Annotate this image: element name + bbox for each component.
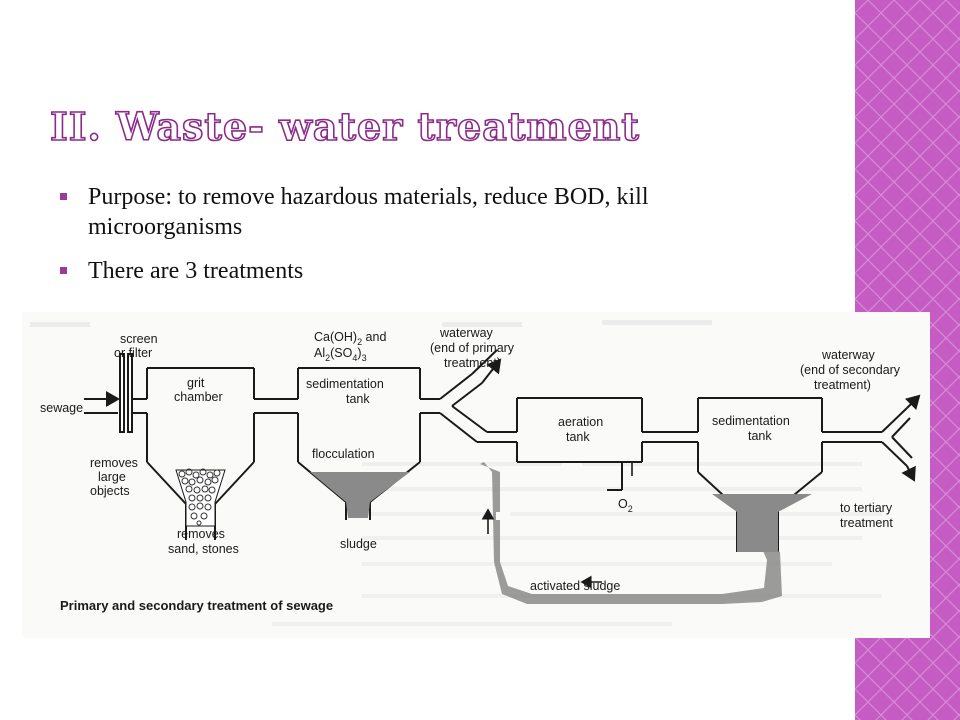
label-objects: objects [90, 484, 130, 498]
return-arrows [481, 462, 633, 589]
bullet-text: There are 3 treatments [88, 258, 304, 284]
label-waterway-1: waterway [439, 326, 494, 340]
label-oxygen: O2 [618, 497, 633, 514]
pipe-network [84, 349, 921, 552]
slide-title: II. Waste- water treatment [49, 103, 640, 150]
bullet-square-icon [60, 267, 67, 274]
label-to-tertiary: to tertiary [840, 501, 893, 515]
diagram-labels: screen or filter sewage grit chamber rem… [40, 326, 901, 613]
diagram-caption: Primary and secondary treatment of sewag… [60, 598, 333, 613]
label-tank-aeration: tank [566, 430, 590, 444]
label-aeration: aeration [558, 415, 603, 429]
label-screen: screen [120, 332, 158, 346]
label-tank-1: tank [346, 392, 370, 406]
bullet-item: There are 3 treatments [60, 256, 780, 286]
bullet-text: Purpose: to remove hazardous materials, … [88, 184, 649, 240]
diagram-svg: screen or filter sewage grit chamber rem… [22, 312, 930, 638]
grit-deposit [175, 468, 226, 527]
label-removes: removes [90, 456, 138, 470]
label-tertiary-treatment: treatment [840, 516, 893, 530]
label-sedimentation-1: sedimentation [306, 377, 384, 391]
label-activated-sludge: activated sludge [530, 579, 620, 593]
label-chamber: chamber [174, 390, 223, 404]
sludge-deposits [310, 462, 812, 604]
label-treatment-1: treatment) [444, 356, 501, 370]
label-aluminum-sulfate: Al2(SO4)3 [314, 346, 367, 363]
label-tank-2: tank [748, 429, 772, 443]
bullet-square-icon [60, 193, 67, 200]
sewage-treatment-diagram: screen or filter sewage grit chamber rem… [22, 312, 930, 638]
label-removes-2: removes [177, 527, 225, 541]
label-calcium-hydroxide: Ca(OH)2 and [314, 330, 386, 347]
label-sedimentation-2: sedimentation [712, 414, 790, 428]
bullet-list: Purpose: to remove hazardous materials, … [60, 182, 780, 300]
label-sand-stones: sand, stones [168, 542, 239, 556]
label-or-filter: or filter [114, 346, 152, 360]
label-treatment-2: treatment) [814, 378, 871, 392]
label-sewage: sewage [40, 401, 83, 415]
label-flocculation: flocculation [312, 447, 375, 461]
label-grit: grit [187, 376, 205, 390]
label-large: large [98, 470, 126, 484]
bullet-item: Purpose: to remove hazardous materials, … [60, 182, 780, 242]
label-end-secondary: (end of secondary [800, 363, 901, 377]
label-sludge: sludge [340, 537, 377, 551]
label-waterway-2: waterway [821, 348, 876, 362]
label-end-primary: (end of primary [430, 341, 515, 355]
